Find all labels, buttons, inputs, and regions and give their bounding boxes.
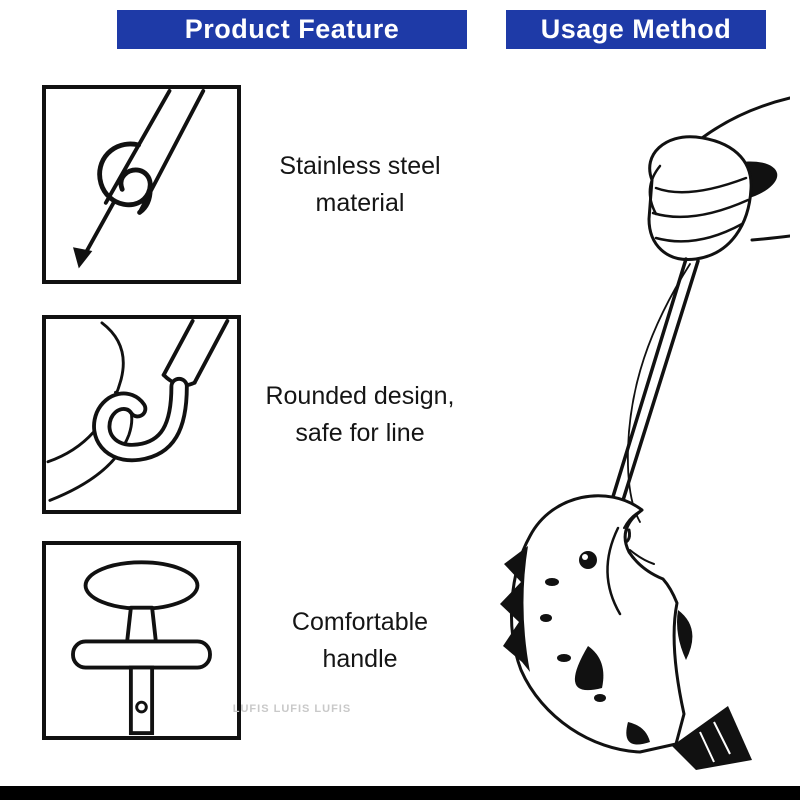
feature-caption-3: Comfortable handle xyxy=(250,541,470,740)
hand-removing-hook-from-fish-mouth-illustration xyxy=(500,96,790,770)
feature-frame-3 xyxy=(42,541,241,740)
usage-method-header: Usage Method xyxy=(506,10,766,49)
t-handle-illustration xyxy=(71,560,212,736)
feature-caption-1-text: Stainless steel material xyxy=(279,152,441,217)
product-feature-header: Product Feature xyxy=(117,10,467,49)
feature-caption-2: Rounded design, safe for line xyxy=(250,315,470,514)
usage-illustration xyxy=(490,58,790,780)
bottom-bar xyxy=(0,786,800,800)
feature-frame-2 xyxy=(42,315,241,514)
feature-caption-2-text: Rounded design, safe for line xyxy=(265,382,455,447)
feature-caption-1: Stainless steel material xyxy=(250,85,470,284)
rounded-hook-illustration xyxy=(46,319,230,502)
feature-caption-3-text: Comfortable handle xyxy=(291,608,429,673)
watermark-text: LUFIS LUFIS LUFIS xyxy=(232,703,352,715)
stainless-hook-tip-illustration xyxy=(73,89,206,269)
feature-frame-1 xyxy=(42,85,241,284)
